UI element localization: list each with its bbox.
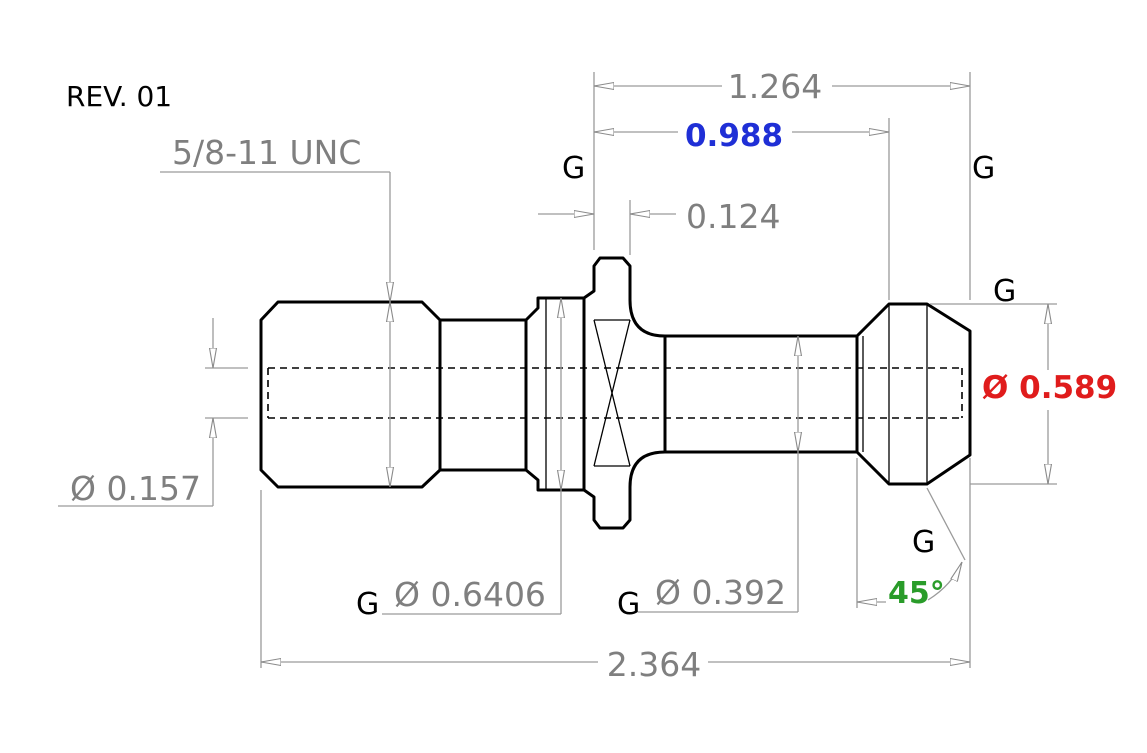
- bore-hidden-lines: [267, 367, 963, 419]
- dim-overall-length: 2.364: [607, 645, 701, 684]
- dimension-lines: [58, 72, 1057, 668]
- dim-bore-dia: Ø 0.157: [70, 469, 201, 508]
- dim-flange-thickness: 0.124: [686, 197, 780, 236]
- dim-chamfer-angle: 45°: [888, 576, 945, 611]
- gdt-symbol: G: [912, 525, 935, 560]
- gdt-symbol: G: [993, 274, 1016, 309]
- gdt-symbol: G: [972, 151, 995, 186]
- dim-head-dia: Ø 0.589: [982, 370, 1117, 406]
- dim-flange-dia: Ø 0.6406: [394, 575, 546, 614]
- gdt-symbol: G: [617, 587, 640, 622]
- dim-neck-dia: Ø 0.392: [655, 573, 786, 612]
- dim-flange-to-neck: 0.988: [685, 118, 783, 154]
- revision-label: REV. 01: [66, 80, 172, 113]
- dim-flange-to-end: 1.264: [728, 67, 822, 106]
- part-outline: [259, 256, 972, 530]
- thread-spec: 5/8-11 UNC: [172, 133, 361, 172]
- gdt-symbol: G: [562, 151, 585, 186]
- gdt-symbol: G: [356, 587, 379, 622]
